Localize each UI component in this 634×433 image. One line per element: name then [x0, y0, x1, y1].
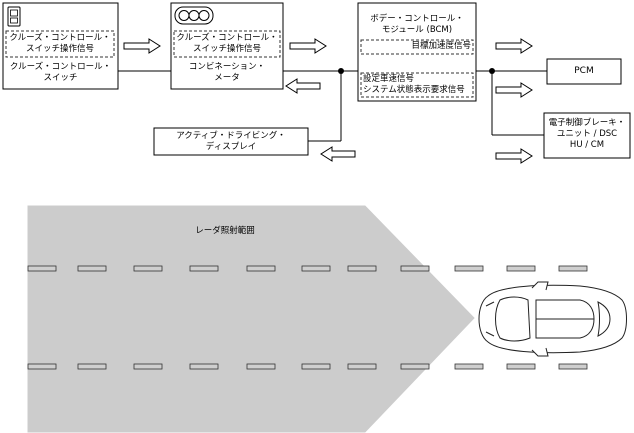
meter-signal-text: クルーズ・コントロール・ スイッチ操作信号 — [176, 33, 278, 54]
junction-dot-meter — [338, 68, 344, 74]
lane-markings-top — [27, 265, 588, 272]
active-display-box — [153, 127, 309, 156]
arrow-right-to-dsc — [495, 148, 533, 164]
signal-arrows — [123, 38, 533, 164]
cruise-switch-icon — [7, 6, 21, 27]
lane-markings-bottom — [27, 363, 588, 370]
pcm-box — [546, 58, 622, 85]
dsc-label: 電子制御ブレーキ・ ユニット / DSC HU / CM — [548, 118, 626, 150]
arrow-right-bcm-out-1 — [495, 38, 533, 54]
arrow-left-bcm-to-meter — [285, 78, 321, 94]
arrow-right-bcm-out-2 — [495, 82, 533, 98]
junction-dot-bcm — [489, 68, 495, 74]
pcm-label: PCM — [574, 66, 594, 76]
radar-range-label: レーダ照射範囲 — [195, 226, 255, 236]
connection-lines — [118, 70, 547, 142]
car-icon — [478, 281, 627, 357]
radar-coverage-area — [27, 205, 475, 433]
bcm-speed-signal-frame — [360, 72, 474, 98]
arrow-left-to-display — [320, 146, 356, 162]
arrow-right-meter-to-bcm — [289, 38, 327, 54]
dsc-box — [543, 112, 631, 159]
meter-signal-frame — [173, 30, 281, 58]
cruise-switch-signal-text: クルーズ・コントロール・ スイッチ操作信号 — [9, 33, 111, 54]
bcm-accel-signal-text: 目標加速度信号 — [411, 41, 471, 51]
bcm-accel-signal-frame — [360, 39, 474, 55]
bcm-speed-signal-text: 設定車速信号 システム状態表示要求信号 — [363, 74, 465, 95]
cruise-switch-signal-frame — [5, 30, 115, 58]
active-display-label: アクティブ・ドライビング・ ディスプレイ — [176, 131, 286, 152]
bcm-title: ボデー・コントロール・ モジュール (BCM) — [370, 14, 464, 35]
combination-meter-label: コンビネーション・ メータ — [188, 62, 266, 83]
arrow-right-switch-to-meter — [123, 38, 161, 54]
cruise-switch-label: クルーズ・コントロール・ スイッチ — [9, 62, 112, 83]
gauge-cluster-icon — [174, 6, 214, 25]
